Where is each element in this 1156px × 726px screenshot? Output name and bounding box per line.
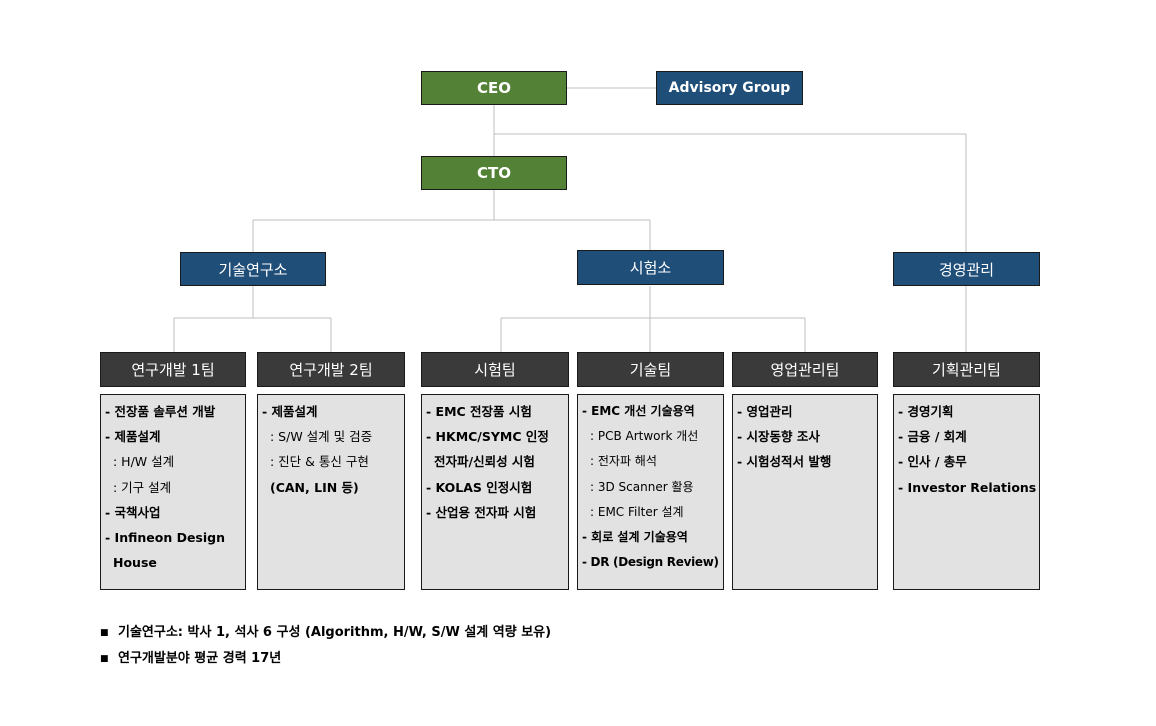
team-test-box: 시험팀 (421, 352, 569, 387)
duty-item: - 제품설계 (262, 404, 318, 419)
duty-subitem: : H/W 설계 (113, 454, 175, 470)
duty-item: - HKMC/SYMC 인정 (426, 429, 549, 445)
duty-item: - 전장품 솔루션 개발 (105, 404, 216, 419)
duty-item: - 경영기획 (898, 404, 954, 419)
division-lab-box: 기술연구소 (180, 252, 326, 286)
duty-item: - EMC 개선 기술용역 (582, 404, 695, 418)
plan-team-duties-panel: - 경영기획 - 금융 / 회계 - 인사 / 총무 - Investor Re… (893, 394, 1040, 590)
duty-subitem: : PCB Artwork 개선 (590, 429, 699, 444)
test-team-duties-panel: - EMC 전장품 시험 - HKMC/SYMC 인정 전자파/신뢰성 시험 -… (421, 394, 569, 590)
sales-team-duties-panel: - 영업관리 - 시장동향 조사 - 시험성적서 발행 (732, 394, 878, 590)
duty-subitem: : 기구 설계 (113, 479, 172, 495)
division-test-box: 시험소 (577, 250, 724, 285)
bullet-icon: ■ (100, 628, 109, 638)
duty-item: - KOLAS 인정시험 (426, 479, 533, 495)
duty-subitem: : 진단 & 통신 구현 (270, 454, 369, 470)
team-rnd1-box: 연구개발 1팀 (100, 352, 246, 387)
footnote-item: ■ 연구개발분야 평균 경력 17년 (100, 646, 551, 672)
cto-box: CTO (421, 156, 567, 190)
duty-item: - Infineon Design (105, 530, 225, 546)
duty-subitem: : S/W 설계 및 검증 (270, 429, 373, 445)
duty-item: - 시험성적서 발행 (737, 454, 832, 470)
duty-item: - 산업용 전자파 시험 (426, 504, 537, 520)
duty-item: - Investor Relations (898, 479, 1037, 495)
duty-subitem: : 3D Scanner 활용 (590, 479, 694, 494)
duty-subitem: : EMC Filter 설계 (590, 504, 684, 519)
duty-item-continuation: 전자파/신뢰성 시험 (434, 454, 535, 470)
team-rnd2-box: 연구개발 2팀 (257, 352, 405, 387)
ceo-box: CEO (421, 71, 567, 105)
duty-item: - 국책사업 (105, 504, 161, 520)
duty-item: - 인사 / 총무 (898, 454, 967, 470)
duty-item: - 제품설계 (105, 429, 161, 445)
team-plan-box: 기획관리팀 (893, 352, 1040, 387)
duty-item: - 시장동향 조사 (737, 429, 820, 445)
bullet-icon: ■ (100, 654, 109, 664)
tech-team-duties-panel: - EMC 개선 기술용역 : PCB Artwork 개선 : 전자파 해석 … (577, 394, 724, 590)
footnote-text: 기술연구소: 박사 1, 석사 6 구성 (Algorithm, H/W, S/… (118, 625, 552, 640)
duty-item: - 금융 / 회계 (898, 429, 967, 445)
duty-item: - EMC 전장품 시험 (426, 404, 532, 419)
duty-item: - 영업관리 (737, 404, 793, 419)
footnote-item: ■ 기술연구소: 박사 1, 석사 6 구성 (Algorithm, H/W, S… (100, 620, 551, 646)
duty-item: - DR (Design Review) (582, 555, 719, 570)
team-sales-box: 영업관리팀 (732, 352, 878, 387)
footnotes: ■ 기술연구소: 박사 1, 석사 6 구성 (Algorithm, H/W, S… (100, 620, 551, 672)
duty-subitem: : 전자파 해석 (590, 454, 657, 469)
footnote-text: 연구개발분야 평균 경력 17년 (118, 651, 282, 666)
rnd1-duties-panel: - 전장품 솔루션 개발 - 제품설계 : H/W 설계 : 기구 설계 - 국… (100, 394, 246, 590)
team-tech-box: 기술팀 (577, 352, 724, 387)
division-mgmt-box: 경영관리 (893, 252, 1040, 286)
duty-item: - 회로 설계 기술용역 (582, 530, 688, 545)
duty-item-continuation: (CAN, LIN 등) (270, 479, 359, 495)
advisory-group-box: Advisory Group (656, 71, 803, 105)
duty-item-continuation: House (113, 555, 157, 571)
rnd2-duties-panel: - 제품설계 : S/W 설계 및 검증 : 진단 & 통신 구현 (CAN, … (257, 394, 405, 590)
